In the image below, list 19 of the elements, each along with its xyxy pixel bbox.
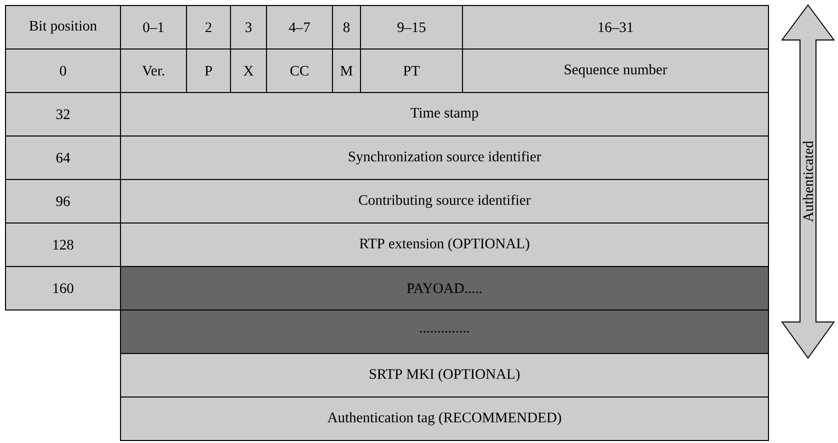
field-cell: PAYOAD..... <box>120 266 769 310</box>
offset-cell: 32 <box>5 92 121 136</box>
field-cell: .............. <box>120 310 769 354</box>
field-cell: X <box>230 48 267 93</box>
header-cell: 8 <box>332 5 361 50</box>
header-cell: 3 <box>230 5 267 50</box>
offset-cell: 64 <box>5 136 121 180</box>
offset-cell: 128 <box>5 222 121 267</box>
field-cell: SRTP MKI (OPTIONAL) <box>120 353 769 398</box>
header-cell: Bit position <box>5 5 121 50</box>
offset-cell: 96 <box>5 179 121 224</box>
offset-cell: 160 <box>5 266 121 310</box>
field-cell: P <box>186 48 231 93</box>
field-cell: Ver. <box>120 48 187 93</box>
field-cell: M <box>332 48 361 93</box>
header-cell: 0–1 <box>120 5 187 50</box>
offset-cell: 0 <box>5 48 121 93</box>
field-cell: Authentication tag (RECOMMENDED) <box>120 396 769 441</box>
header-cell: 2 <box>186 5 231 50</box>
